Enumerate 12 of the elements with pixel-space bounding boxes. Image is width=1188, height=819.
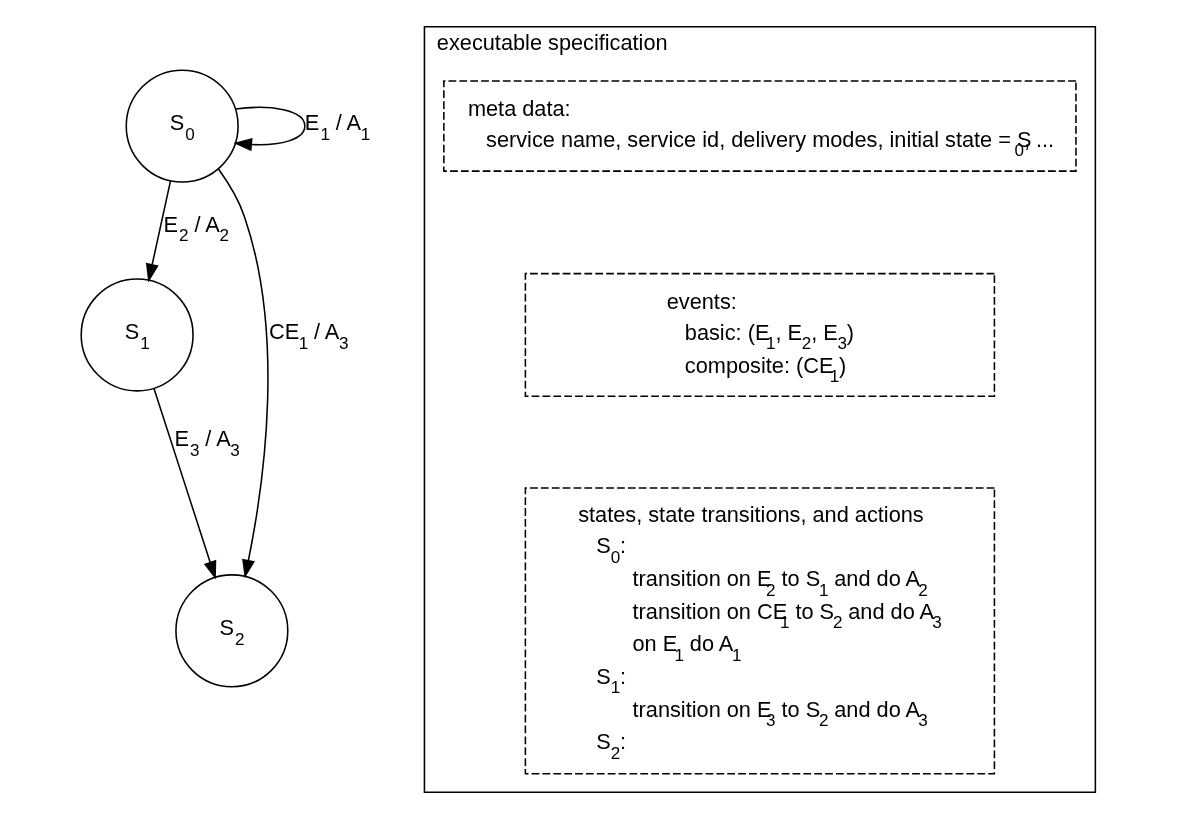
arrow xyxy=(232,106,306,152)
arrow xyxy=(145,180,171,283)
edge-label: E$_{1}$ / A$_{1}$ xyxy=(304,110,370,144)
node-circle: S$_{2}$ xyxy=(174,574,289,688)
edge-label: E$_{2}$ / A$_{2}$ xyxy=(163,211,229,246)
edge-label: CE$_{1}$ / A$_{3}$ xyxy=(268,319,349,353)
node-box: events: basic: (E$_{1}$, E$_{2}$, E$_{3}$) composite: (CE$_{1}$) xyxy=(524,272,995,398)
edge-label: E$_{3}$ / A$_{3}$ xyxy=(173,426,240,460)
node-circle: S$_{0}$ xyxy=(124,69,239,183)
arrow xyxy=(217,168,269,579)
arrow xyxy=(152,388,216,580)
node-circle: S$_{1}$ xyxy=(79,278,194,392)
